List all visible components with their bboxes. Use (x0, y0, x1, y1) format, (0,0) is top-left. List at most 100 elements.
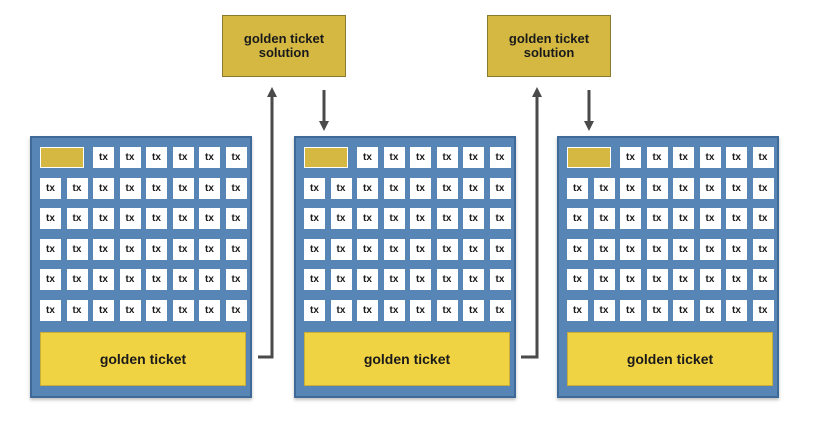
tx-cell: tx (304, 299, 325, 321)
tx-cell: tx (593, 238, 615, 260)
tx-cell: tx (330, 177, 352, 199)
tx-cell: tx (463, 299, 484, 321)
tx-cell: tx (463, 269, 484, 290)
tx-cell: tx (93, 177, 114, 199)
tx-cell: tx (330, 208, 352, 229)
tx-cell: tx (673, 269, 694, 290)
solution-2-line1: golden ticket (508, 30, 590, 46)
tx-cell: tx (489, 238, 511, 260)
tx-cell: tx (146, 238, 167, 260)
tx-cell: tx (726, 238, 747, 260)
tx-cell: tx (383, 299, 405, 321)
tx-cell: tx (726, 208, 747, 229)
tx-cell: tx (357, 177, 378, 199)
tx-cell: tx (66, 208, 88, 229)
tx-cell: tx (225, 238, 247, 260)
tx-cell: tx (225, 208, 247, 229)
tx-cell: tx (146, 147, 167, 168)
tx-cell: tx (752, 208, 774, 229)
tx-cell: tx (172, 299, 194, 321)
tx-cell: tx (146, 299, 167, 321)
tx-cell: tx (620, 147, 641, 168)
arrow-block2-to-solution2 (521, 87, 542, 359)
tx-cell: tx (567, 208, 588, 229)
tx-cell: tx (673, 208, 694, 229)
tx-cell: tx (410, 208, 431, 229)
golden-ticket-solution-1: golden ticket solution (222, 15, 346, 77)
tx-cell: tx (646, 147, 668, 168)
block-1-golden-ticket: golden ticket (40, 332, 246, 386)
tx-cell: tx (752, 299, 774, 321)
tx-cell: tx (330, 269, 352, 290)
tx-cell: tx (146, 269, 167, 290)
tx-cell: tx (66, 269, 88, 290)
block-2-golden-ticket: golden ticket (304, 332, 510, 386)
tx-cell: tx (410, 147, 431, 168)
tx-cell: tx (304, 177, 325, 199)
tx-cell: tx (567, 238, 588, 260)
tx-cell: tx (199, 299, 220, 321)
tx-cell: tx (93, 299, 114, 321)
tx-cell: tx (172, 177, 194, 199)
solution-1-line2: solution (258, 45, 310, 60)
tx-cell: tx (752, 177, 774, 199)
tx-cell: tx (620, 238, 641, 260)
tx-cell: tx (489, 269, 511, 290)
tx-cell: tx (225, 177, 247, 199)
tx-cell: tx (119, 177, 141, 199)
tx-cell: tx (199, 147, 220, 168)
tx-cell: tx (436, 147, 458, 168)
tx-cell: tx (304, 269, 325, 290)
tx-cell: tx (436, 208, 458, 229)
tx-cell: tx (357, 299, 378, 321)
tx-cell: tx (463, 147, 484, 168)
tx-cell: tx (752, 269, 774, 290)
tx-cell: tx (146, 177, 167, 199)
tx-cell: tx (726, 269, 747, 290)
solution-1-line1: golden ticket (243, 30, 325, 46)
tx-cell: tx (199, 177, 220, 199)
tx-cell: tx (357, 147, 378, 168)
tx-cell: tx (66, 177, 88, 199)
tx-cell: tx (646, 299, 668, 321)
tx-cell: tx (119, 208, 141, 229)
tx-cell: tx (726, 177, 747, 199)
tx-cell: tx (699, 299, 721, 321)
tx-cell: tx (673, 299, 694, 321)
tx-cell: tx (225, 147, 247, 168)
tx-cell: tx (172, 238, 194, 260)
tx-cell: tx (66, 299, 88, 321)
tx-cell: tx (410, 238, 431, 260)
tx-cell: tx (489, 147, 511, 168)
tx-cell: tx (172, 269, 194, 290)
tx-cell: tx (40, 238, 61, 260)
tx-cell: tx (489, 177, 511, 199)
tx-cell: tx (620, 177, 641, 199)
tx-cell: tx (436, 269, 458, 290)
tx-cell: tx (752, 147, 774, 168)
tx-cell: tx (567, 269, 588, 290)
block-2-header-slot (304, 147, 348, 168)
tx-cell: tx (93, 238, 114, 260)
tx-cell: tx (383, 238, 405, 260)
golden-ticket-solution-2: golden ticket solution (487, 15, 611, 77)
tx-cell: tx (357, 208, 378, 229)
tx-cell: tx (93, 208, 114, 229)
tx-cell: tx (199, 238, 220, 260)
tx-cell: tx (304, 208, 325, 229)
block-1-header-slot (40, 147, 84, 168)
tx-cell: tx (146, 208, 167, 229)
tx-cell: tx (199, 208, 220, 229)
tx-cell: tx (383, 177, 405, 199)
tx-cell: tx (172, 147, 194, 168)
tx-cell: tx (304, 238, 325, 260)
block-3-golden-ticket: golden ticket (567, 332, 773, 386)
tx-cell: tx (357, 238, 378, 260)
tx-cell: tx (225, 269, 247, 290)
tx-cell: tx (463, 177, 484, 199)
tx-cell: tx (410, 299, 431, 321)
tx-cell: tx (673, 147, 694, 168)
tx-cell: tx (593, 208, 615, 229)
